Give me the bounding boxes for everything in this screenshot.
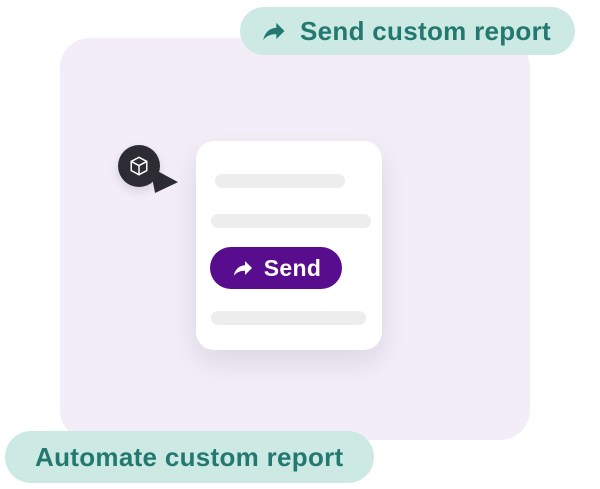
- send-custom-report-badge[interactable]: Send custom report: [240, 7, 575, 55]
- skeleton-line: [215, 174, 345, 188]
- automate-custom-report-badge[interactable]: Automate custom report: [5, 431, 374, 483]
- badge-label: Send custom report: [300, 15, 551, 46]
- share-arrow-icon: [231, 256, 255, 280]
- send-button-label: Send: [263, 254, 322, 281]
- badge-label: Automate custom report: [35, 441, 344, 472]
- skeleton-line: [211, 214, 371, 228]
- cube-avatar: [118, 145, 160, 187]
- skeleton-line: [211, 311, 366, 325]
- send-button[interactable]: Send: [210, 247, 342, 289]
- share-arrow-icon: [260, 17, 288, 45]
- message-card: Send: [196, 141, 382, 350]
- cube-icon: [128, 155, 150, 177]
